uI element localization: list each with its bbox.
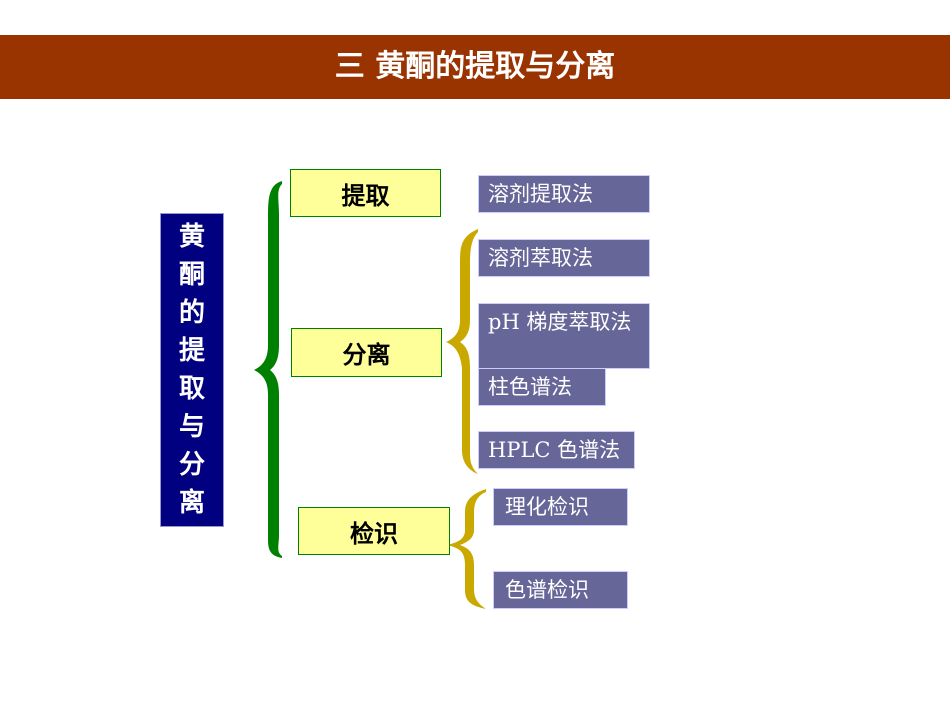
method-column: 柱色谱法 — [478, 368, 606, 406]
root-char: 的 — [178, 298, 205, 328]
green-brace — [254, 181, 282, 558]
gold-brace-separate — [446, 229, 478, 474]
root-char: 提 — [178, 336, 205, 366]
category-identify: 检识 — [298, 507, 450, 555]
gold-brace-identify — [447, 489, 486, 609]
slide-title: 三 黄酮的提取与分离 — [334, 49, 616, 84]
method-solvent-extraction: 溶剂提取法 — [478, 175, 650, 213]
title-banner — [0, 35, 950, 99]
root-char: 黄 — [178, 222, 205, 252]
root-char: 分 — [178, 450, 205, 480]
root-char: 酮 — [178, 260, 205, 290]
root-char: 取 — [178, 374, 205, 404]
method-chromatographic: 色谱检识 — [493, 571, 628, 609]
method-physchem: 理化检识 — [493, 488, 628, 526]
method-solvent-partition: 溶剂萃取法 — [478, 239, 650, 277]
root-node: 黄 酮 的 提 取 与 分 离 — [160, 213, 224, 527]
method-hplc: HPLC 色谱法 — [478, 431, 635, 469]
root-char: 离 — [178, 488, 205, 518]
category-extract: 提取 — [290, 169, 441, 217]
root-char: 与 — [178, 412, 205, 442]
method-ph-gradient: pH 梯度萃取法 — [478, 303, 650, 369]
category-separate: 分离 — [291, 328, 442, 377]
